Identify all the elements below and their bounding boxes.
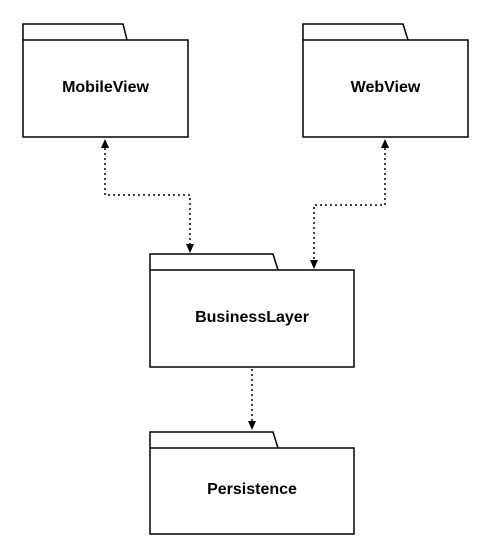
package-web-view-body (302, 39, 469, 138)
package-business-layer-label: BusinessLayer (195, 309, 309, 326)
package-mobile-view-tab (22, 23, 128, 41)
arrowhead-up-icon (101, 139, 109, 148)
package-business-layer-tab (149, 253, 279, 271)
package-persistence-label: Persistence (207, 481, 297, 498)
dependency-mobileview-businesslayer[interactable] (101, 139, 194, 253)
dependency-mobileview-businesslayer-line (104, 148, 191, 244)
package-mobile-view-label: MobileView (62, 79, 149, 96)
arrowhead-down-icon (310, 260, 318, 269)
arrowhead-down-icon (248, 421, 256, 430)
package-persistence[interactable]: Persistence (149, 431, 355, 535)
dependency-webview-businesslayer[interactable] (310, 139, 389, 269)
package-mobile-view[interactable]: MobileView (22, 23, 189, 138)
dependency-businesslayer-persistence[interactable] (248, 369, 256, 430)
dependency-webview-businesslayer-line (313, 148, 386, 260)
package-web-view-tab (302, 23, 409, 41)
package-persistence-tab (149, 431, 279, 449)
package-mobile-view-body (22, 39, 189, 138)
arrowhead-up-icon (381, 139, 389, 148)
package-business-layer[interactable]: BusinessLayer (149, 253, 355, 368)
arrowhead-down-icon (186, 244, 194, 253)
package-web-view[interactable]: WebView (302, 23, 469, 138)
package-business-layer-body (149, 269, 355, 368)
package-web-view-label: WebView (351, 79, 421, 96)
package-persistence-body (149, 447, 355, 535)
